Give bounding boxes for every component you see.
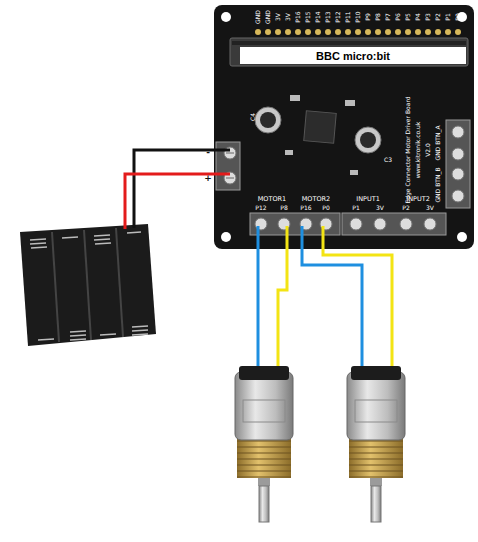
pin-label: P13 [325, 11, 331, 22]
pin-label: P5 [405, 13, 411, 20]
pin-label: GND BTN_A [435, 125, 441, 160]
pin-label: P1 [445, 13, 451, 20]
pin-label: P4 [415, 13, 421, 20]
pin-label: P15 [305, 11, 311, 22]
pin-label: GND [265, 10, 271, 24]
pin-label: P16 [300, 205, 311, 211]
pin-label: P2 [402, 205, 409, 211]
pin-label: P8 [375, 13, 381, 20]
pin-label: P12 [255, 205, 266, 211]
pin-label: P3 [425, 13, 431, 20]
pin-label: P0 [455, 13, 461, 20]
pin-label: P10 [355, 11, 361, 22]
part-label: C4 [250, 113, 256, 121]
board-title: BBC micro:bit [316, 50, 390, 62]
gear-motor [235, 366, 405, 522]
black-wire [134, 150, 230, 228]
pin-label: P16 [295, 11, 301, 22]
pin-label: P8 [280, 205, 287, 211]
board-name: Edge Connector Motor Driver Board [405, 96, 411, 203]
pin-label: P0 [322, 205, 329, 211]
pin-label: GND [255, 10, 261, 24]
terminal-label: MOTOR1 [258, 196, 286, 203]
motor-wires [258, 226, 392, 372]
red-wire [125, 174, 230, 229]
board-url: www.kitronik.co.uk [415, 122, 421, 178]
pin-label: P6 [395, 13, 401, 20]
part-label: C3 [384, 157, 392, 163]
pin-label: P11 [345, 11, 351, 22]
battery-holder [20, 224, 156, 346]
terminal-label: INPUT1 [356, 196, 380, 203]
pin-label: 3V [285, 13, 291, 21]
terminal-label: MOTOR2 [302, 196, 330, 203]
polarity-sign: - [206, 148, 210, 157]
pin-label: P9 [365, 13, 371, 20]
pin-label: GND BTN_B [435, 167, 441, 202]
pin-label: P7 [385, 13, 391, 20]
polarity-sign: + [204, 174, 212, 183]
pin-label: 3V [426, 205, 434, 211]
pin-label: 3V [275, 13, 281, 21]
driver-board [214, 5, 474, 249]
pin-label: 3V [376, 205, 384, 211]
label-box: BBC micro:bit [240, 47, 466, 64]
board-version: V2.0 [425, 143, 431, 157]
pin-label: P2 [435, 13, 441, 20]
pin-label: P1 [352, 205, 359, 211]
pin-label: P12 [335, 11, 341, 22]
pin-label: P14 [315, 11, 321, 22]
